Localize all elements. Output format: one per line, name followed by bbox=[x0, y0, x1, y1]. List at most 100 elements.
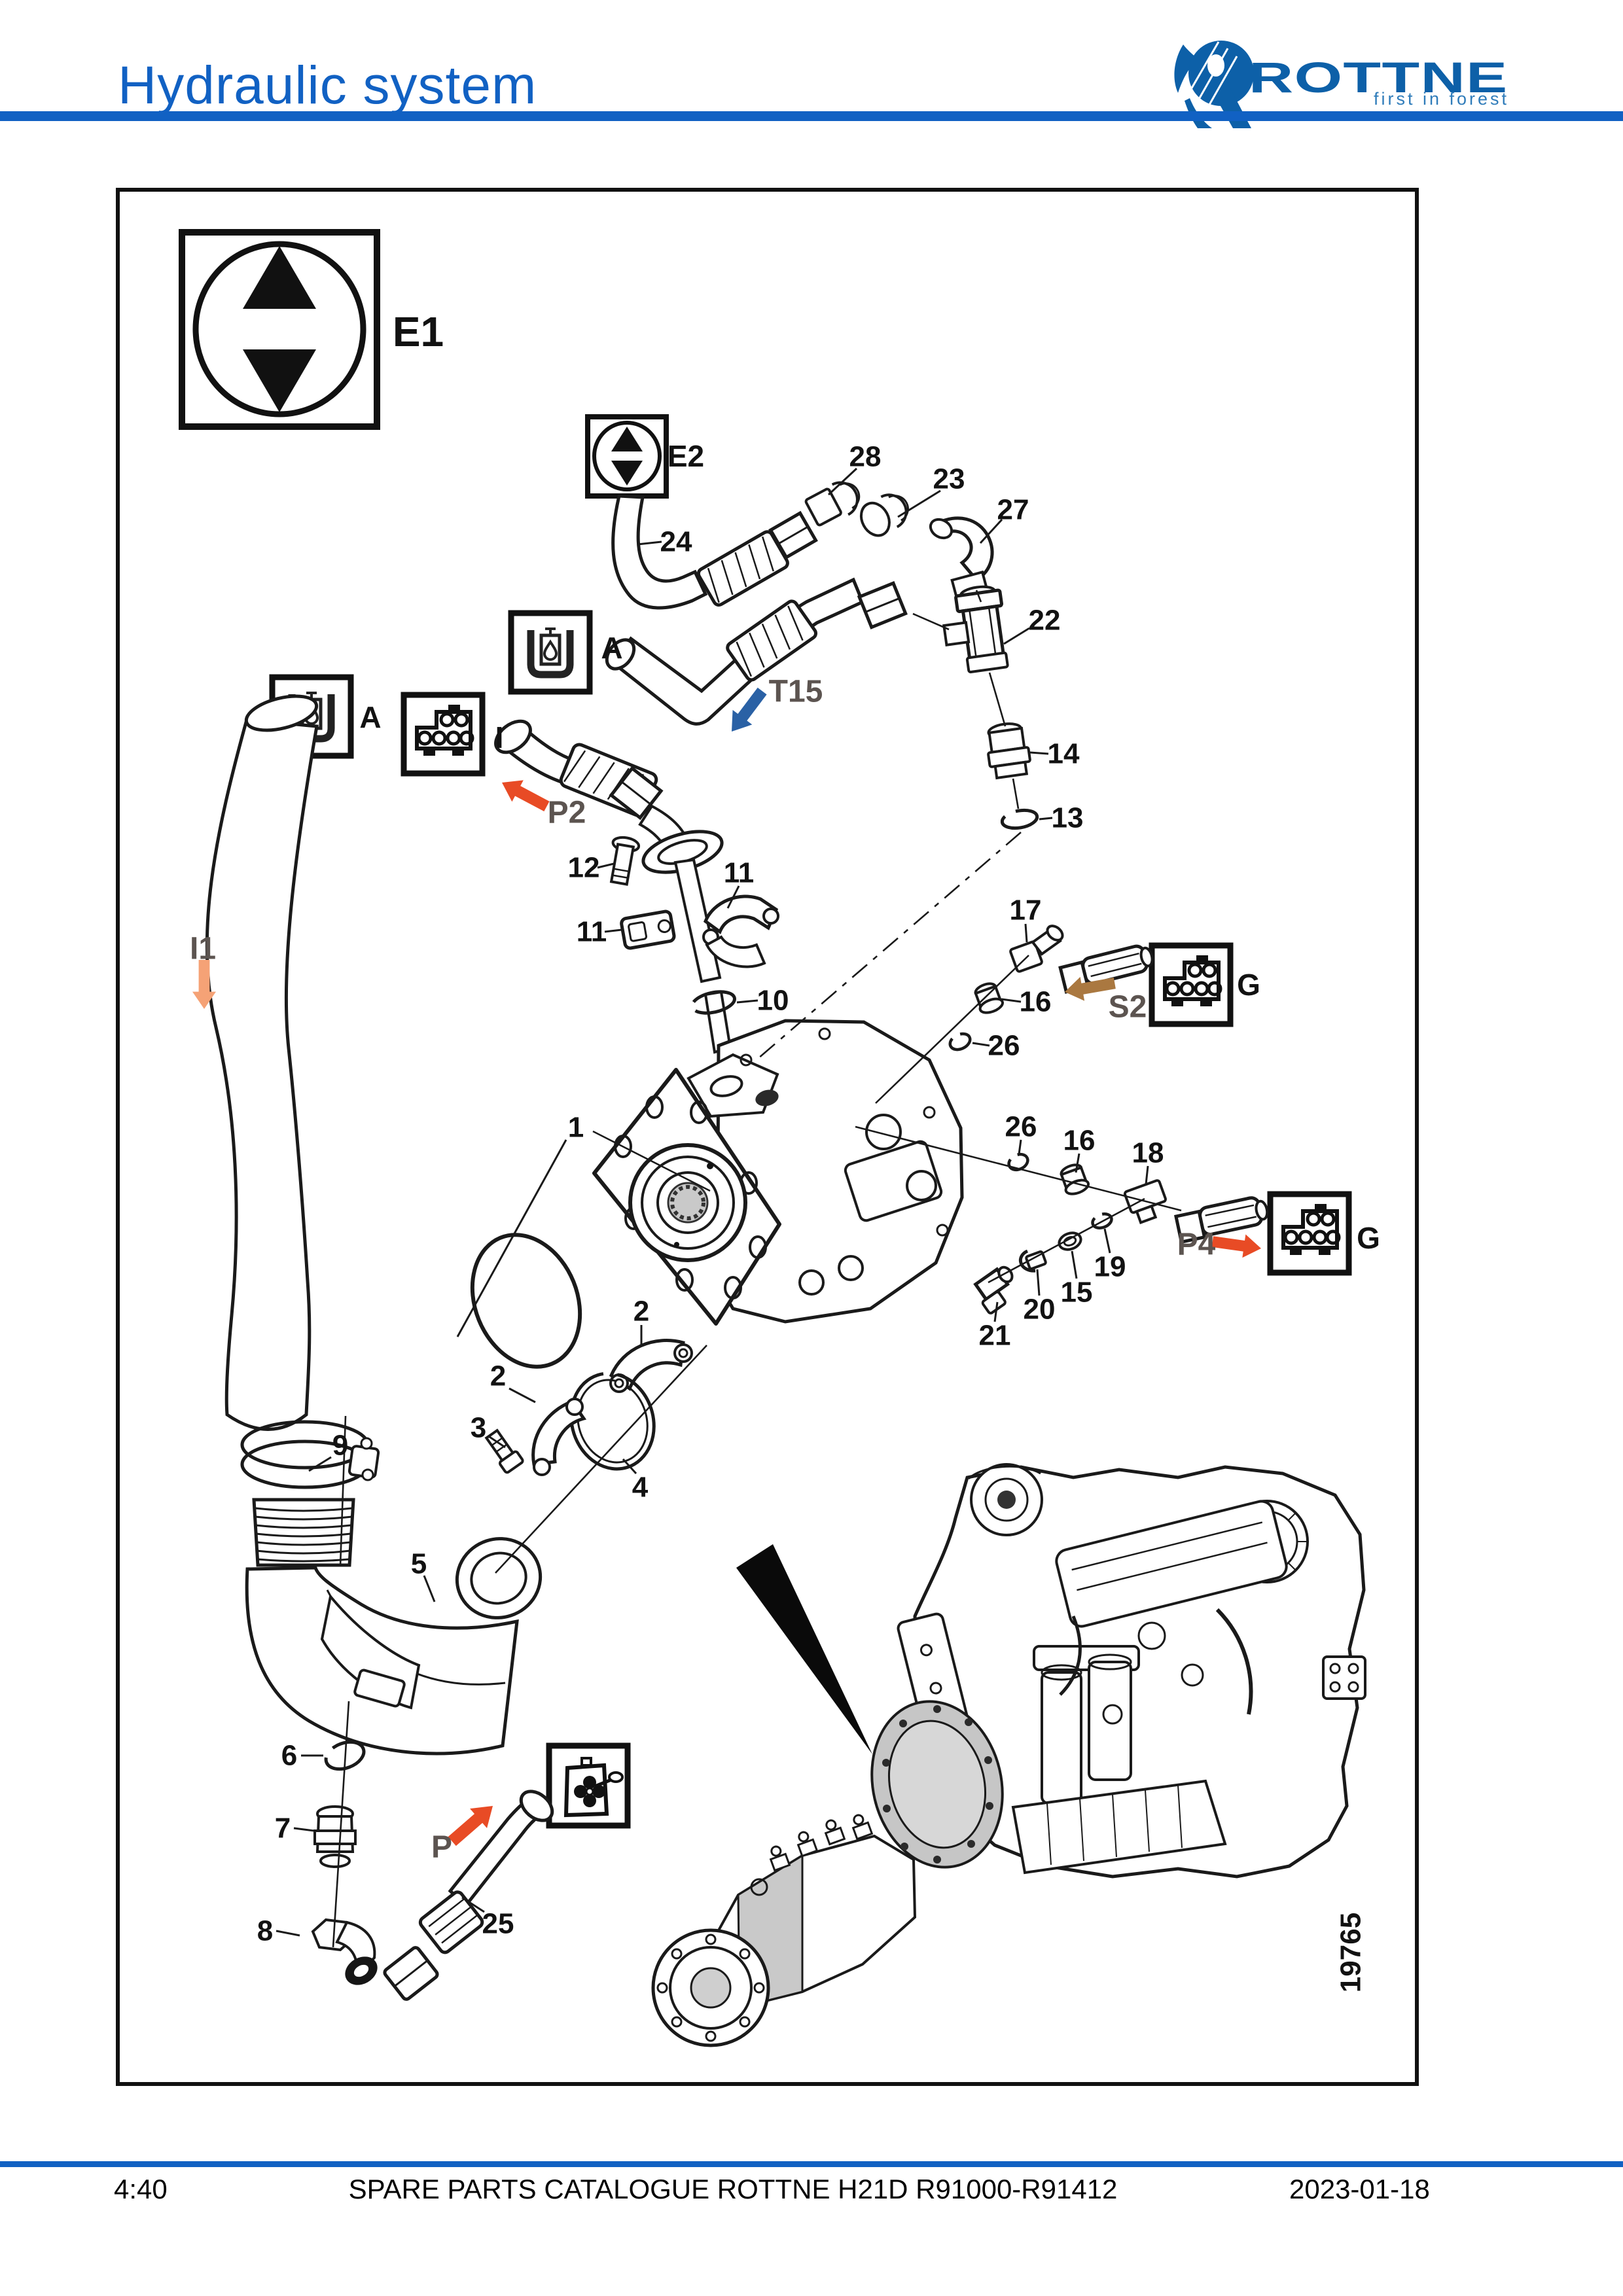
construction-line bbox=[1012, 778, 1020, 809]
callout-10: 10 bbox=[757, 985, 789, 1017]
leader-line-16 bbox=[1001, 998, 1022, 1003]
leader-line-9 bbox=[308, 1456, 332, 1472]
connector-symbol-g2-icon bbox=[1270, 1194, 1349, 1273]
leader-line-22 bbox=[1003, 627, 1030, 645]
callout-18: 18 bbox=[1132, 1137, 1164, 1169]
callout-S2: S2 bbox=[1109, 990, 1147, 1025]
rottne-logo-tagline: first in forest bbox=[1373, 89, 1509, 109]
callout-11: 11 bbox=[724, 857, 755, 889]
callout-4: 4 bbox=[632, 1472, 649, 1504]
leader-line-1 bbox=[456, 1139, 567, 1337]
leader-line-28 bbox=[827, 467, 858, 496]
hydraulic-pump-assembly bbox=[470, 1019, 964, 1369]
nipple-14 bbox=[987, 722, 1031, 780]
callout-T15: T15 bbox=[769, 675, 823, 709]
leader-line-19 bbox=[1103, 1228, 1111, 1254]
leader-line-26 bbox=[972, 1042, 990, 1047]
callout-7: 7 bbox=[275, 1812, 291, 1845]
callout-5: 5 bbox=[411, 1548, 427, 1580]
callout-1: 1 bbox=[568, 1112, 584, 1144]
figure-frame bbox=[116, 188, 1419, 2086]
leader-line-12 bbox=[597, 862, 615, 869]
callout-24: 24 bbox=[660, 526, 692, 558]
callout-20: 20 bbox=[1024, 1294, 1056, 1326]
construction-line bbox=[495, 1345, 707, 1574]
construction-line bbox=[912, 612, 950, 631]
pointer-wedge bbox=[736, 1544, 872, 1754]
callout-G: G bbox=[1237, 968, 1260, 1002]
leader-line-4 bbox=[622, 1458, 637, 1475]
footer-catalogue-title: SPARE PARTS CATALOGUE ROTTNE H21D R91000… bbox=[348, 2174, 1118, 2204]
callout-A: A bbox=[601, 631, 622, 665]
footer-date: 2023-01-18 bbox=[1289, 2174, 1430, 2204]
o-ring-1 bbox=[470, 1233, 582, 1369]
callout-16: 16 bbox=[1020, 986, 1052, 1018]
rottne-logo-name: ROTTNE bbox=[1249, 53, 1508, 101]
pilot-hose-p2 bbox=[494, 719, 736, 1054]
header-rule bbox=[0, 111, 1623, 121]
tank-symbol-a1-icon bbox=[511, 613, 590, 692]
callout-A: A bbox=[359, 700, 381, 734]
leader-line-24 bbox=[637, 540, 662, 546]
callout-14: 14 bbox=[1048, 738, 1080, 770]
leader-line-11 bbox=[604, 928, 622, 933]
callout-3: 3 bbox=[471, 1412, 486, 1444]
hose-clamp bbox=[240, 1420, 380, 1489]
callout-8: 8 bbox=[257, 1915, 273, 1947]
p4-flow-arrow-icon bbox=[1211, 1229, 1263, 1260]
rottne-logo-mark-icon bbox=[1174, 41, 1254, 128]
leader-line-13 bbox=[1039, 817, 1053, 821]
pump-symbol-e1-icon bbox=[179, 229, 380, 430]
callout-9: 9 bbox=[332, 1430, 348, 1462]
suction-hose bbox=[205, 694, 319, 1431]
callout-P4: P4 bbox=[1177, 1227, 1216, 1262]
callout-16: 16 bbox=[1063, 1125, 1096, 1157]
tank-hose-t15 bbox=[605, 577, 908, 726]
leader-line-5 bbox=[423, 1575, 436, 1602]
callout-E1: E1 bbox=[393, 308, 444, 355]
sensor-chain-s2 bbox=[948, 925, 1154, 1051]
leader-line-17 bbox=[1024, 923, 1028, 943]
leader-line-10 bbox=[736, 999, 758, 1004]
construction-line bbox=[339, 1415, 347, 1567]
pipe-clamp-parts bbox=[609, 836, 779, 968]
callout-25: 25 bbox=[482, 1908, 514, 1940]
leader-line-11 bbox=[726, 885, 740, 909]
tee-fitting-22 bbox=[942, 585, 1009, 674]
bellows-elbow-pipe bbox=[245, 1498, 543, 1756]
fitting-chain-bottom bbox=[311, 1740, 378, 1985]
construction-line bbox=[855, 1125, 1182, 1212]
connector-symbol-i-icon bbox=[404, 695, 482, 773]
leader-line-3 bbox=[489, 1436, 506, 1449]
pump-symbol-e2-icon bbox=[585, 414, 669, 499]
callout-19765: 19765 bbox=[1335, 1913, 1367, 1992]
leader-line-23 bbox=[897, 489, 941, 518]
callout-17: 17 bbox=[1010, 894, 1042, 927]
callout-E2: E2 bbox=[668, 439, 704, 473]
callout-2: 2 bbox=[490, 1360, 506, 1392]
construction-line bbox=[988, 1197, 1145, 1284]
callout-labels: 1223456789101111121314151616171819202122… bbox=[190, 308, 1380, 1992]
callout-I: I bbox=[495, 720, 504, 754]
construction-line bbox=[592, 1130, 711, 1192]
page-title: Hydraulic system bbox=[118, 56, 537, 115]
callout-2: 2 bbox=[633, 1296, 649, 1328]
callout-26: 26 bbox=[1005, 1111, 1037, 1143]
callout-P2: P2 bbox=[548, 796, 586, 830]
connector-symbol-g1-icon bbox=[1152, 945, 1230, 1024]
footer-page-ref: 4:40 bbox=[114, 2174, 168, 2204]
footer-rule bbox=[0, 2161, 1623, 2167]
callout-26: 26 bbox=[988, 1030, 1020, 1062]
construction-line bbox=[875, 955, 1029, 1104]
construction-line bbox=[757, 832, 1022, 1059]
callout-19: 19 bbox=[1094, 1251, 1126, 1283]
callout-21: 21 bbox=[979, 1320, 1011, 1352]
callout-27: 27 bbox=[997, 494, 1029, 526]
construction-lines bbox=[332, 590, 1182, 1948]
sensor-chain-p4 bbox=[973, 1152, 1269, 1315]
callout-I1: I1 bbox=[190, 932, 216, 966]
leader-line-15 bbox=[1071, 1250, 1078, 1279]
leader-line-8 bbox=[276, 1930, 300, 1937]
leader-line-21 bbox=[993, 1301, 999, 1322]
callout-P: P bbox=[431, 1830, 452, 1865]
